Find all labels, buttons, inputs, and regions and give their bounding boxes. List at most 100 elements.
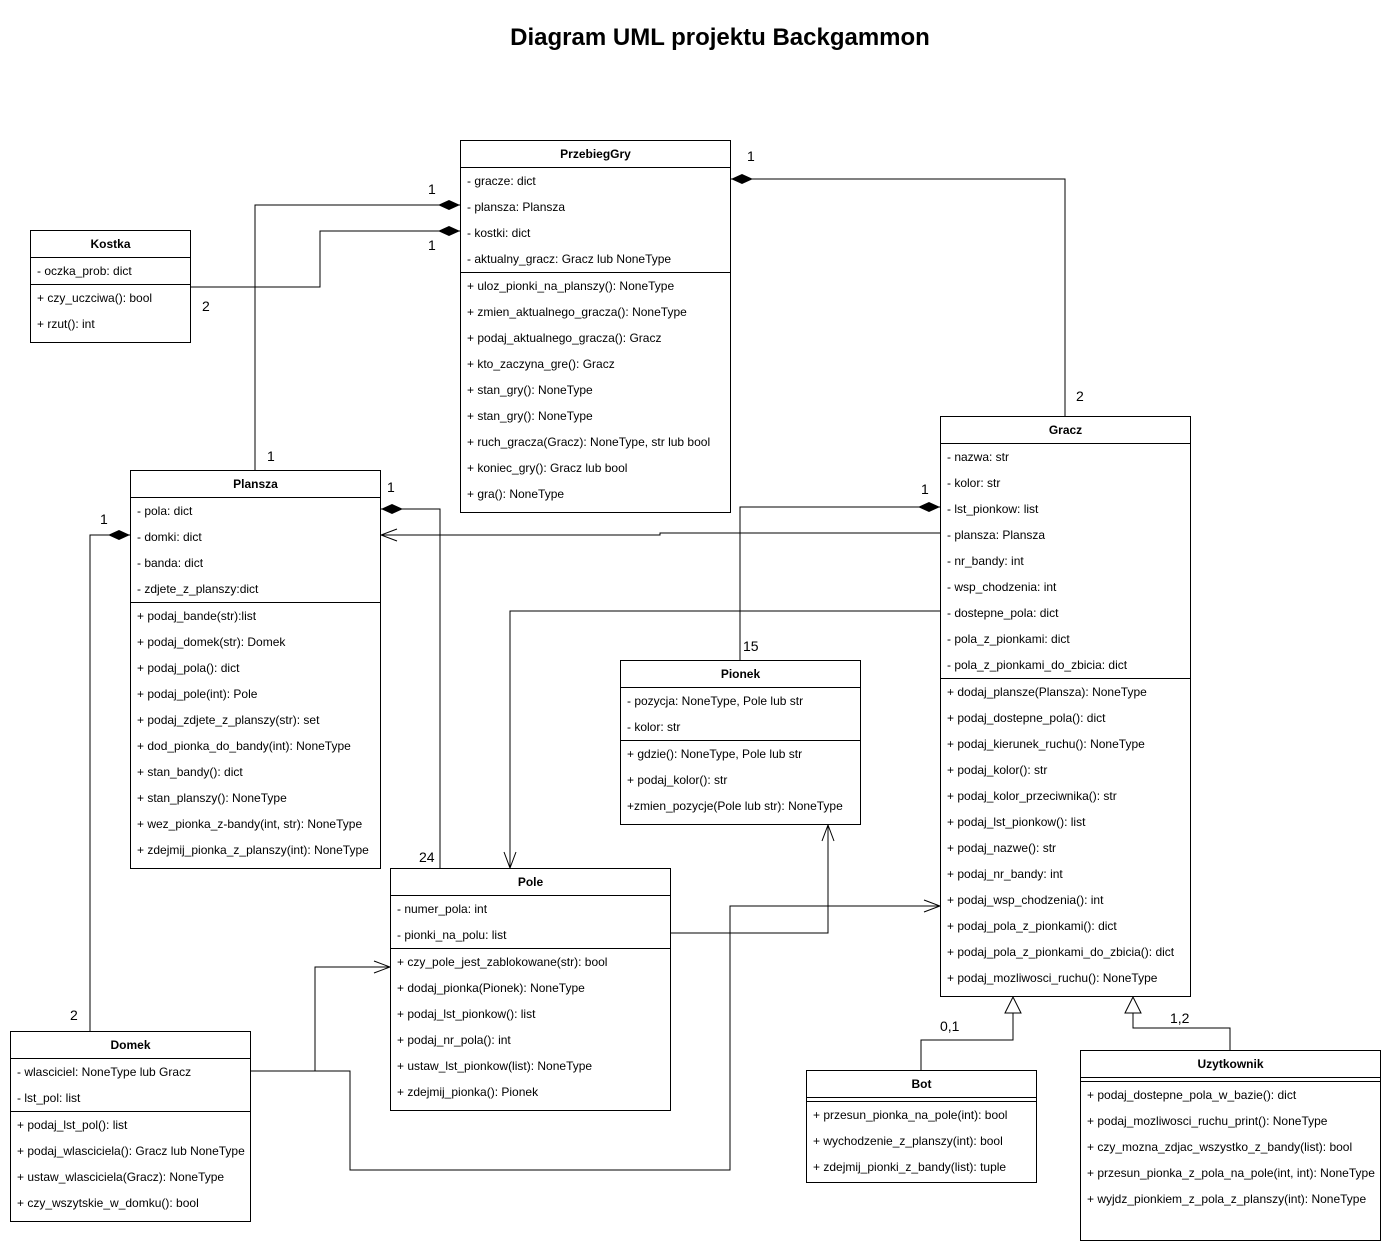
- class-method: + zdejmij_pionka_z_planszy(int): NoneTyp…: [137, 843, 369, 857]
- line-gracz-plansza: [381, 533, 940, 535]
- multiplicity-label: 1: [747, 148, 755, 164]
- class-bot[interactable]: Bot + przesun_pionka_na_pole(int): bool +…: [806, 1070, 1037, 1183]
- class-przebieg-gry[interactable]: PrzebiegGry - gracze: dict- plansza: Pla…: [460, 140, 731, 513]
- class-attribute: - pionki_na_polu: list: [397, 928, 507, 942]
- class-attributes: - pozycja: NoneType, Pole lub str - kolor…: [621, 688, 860, 740]
- class-attribute: - pozycja: NoneType, Pole lub str: [627, 694, 804, 708]
- class-attribute: - lst_pol: list: [17, 1091, 81, 1105]
- class-attributes: - numer_pola: int - pionki_na_polu: list: [391, 896, 670, 948]
- class-method: + podaj_domek(str): Domek: [137, 635, 286, 649]
- class-attribute: - pola_z_pionkami: dict: [947, 632, 1070, 646]
- class-method: + wyjdz_pionkiem_z_pola_z_planszy(int): …: [1087, 1192, 1367, 1206]
- class-method: + czy_pole_jest_zablokowane(str): bool: [397, 955, 608, 969]
- line-gracz-pionek: [739, 502, 940, 660]
- class-method: + podaj_nr_pola(): int: [397, 1033, 511, 1047]
- class-method: + podaj_dostepne_pola(): dict: [947, 711, 1106, 725]
- line-bot-gracz: [920, 997, 1013, 1070]
- class-method: + podaj_lst_pol(): list: [17, 1118, 128, 1132]
- class-attribute: - numer_pola: int: [397, 902, 488, 916]
- class-methods: + czy_pole_jest_zablokowane(str): bool + …: [391, 948, 670, 1105]
- multiplicity-label: 15: [743, 638, 759, 654]
- class-name: Bot: [807, 1071, 1036, 1098]
- class-method: + podaj_zdjete_z_planszy(str): set: [137, 713, 320, 727]
- class-method: + podaj_aktualnego_gracza(): Gracz: [467, 331, 662, 345]
- class-attribute: - banda: dict: [137, 556, 204, 570]
- class-uzytkownik[interactable]: Uzytkownik + podaj_dostepne_pola_w_bazie…: [1080, 1050, 1381, 1241]
- class-kostka[interactable]: Kostka - oczka_prob: dict + czy_uczciwa(…: [30, 230, 191, 343]
- class-method: + ustaw_wlasciciela(Gracz): NoneType: [17, 1170, 225, 1184]
- class-name: Gracz: [941, 417, 1190, 444]
- multiplicity-label: 0,1: [940, 1018, 960, 1034]
- class-method: + uloz_pionki_na_planszy(): NoneType: [467, 279, 675, 293]
- class-methods: + podaj_bande(str):list+ podaj_domek(str…: [131, 602, 380, 863]
- line-przebieg-plansza: [254, 200, 460, 470]
- multiplicity-label: 1: [921, 481, 929, 497]
- class-method: + gra(): NoneType: [467, 487, 565, 501]
- class-method: + czy_wszytskie_w_domku(): bool: [17, 1196, 199, 1210]
- class-method: + przesun_pionka_na_pole(int): bool: [813, 1108, 1008, 1122]
- class-domek[interactable]: Domek - wlasciciel: NoneType lub Gracz- …: [10, 1031, 251, 1222]
- class-attribute: - dostepne_pola: dict: [947, 606, 1059, 620]
- class-methods: + dodaj_plansze(Plansza): NoneType + poda…: [941, 678, 1190, 991]
- class-pole[interactable]: Pole - numer_pola: int - pionki_na_polu: …: [390, 868, 671, 1111]
- class-attributes: - nazwa: str- kolor: str- lst_pionkow: l…: [941, 444, 1190, 678]
- class-attribute: - kolor: str: [627, 720, 681, 734]
- line-domek-gracz: [251, 906, 940, 1171]
- class-attribute: - kolor: str: [947, 476, 1001, 490]
- class-method: + podaj_mozliwosci_ruchu_print(): NoneTy…: [1087, 1114, 1328, 1128]
- class-method: + podaj_mozliwosci_ruchu(): NoneType: [947, 971, 1158, 985]
- multiplicity-label: 2: [1076, 388, 1084, 404]
- class-name: Kostka: [31, 231, 190, 258]
- class-method: + stan_planszy(): NoneType: [137, 791, 287, 805]
- class-name: Pionek: [621, 661, 860, 688]
- class-name: Plansza: [131, 471, 380, 498]
- line-plansza-domek: [89, 530, 130, 1031]
- class-method: + podaj_pola(): dict: [137, 661, 240, 675]
- class-attribute: - domki: dict: [137, 530, 202, 544]
- class-method: + podaj_kolor(): str: [947, 763, 1048, 777]
- class-method: + podaj_pola_z_pionkami(): dict: [947, 919, 1117, 933]
- class-attribute: - pola: dict: [137, 504, 193, 518]
- multiplicity-label: 2: [202, 298, 210, 314]
- class-method: + podaj_pole(int): Pole: [137, 687, 258, 701]
- class-method: + stan_gry(): NoneType: [467, 383, 593, 397]
- class-method: + czy_uczciwa(): bool: [37, 291, 153, 305]
- multiplicity-label: 1,2: [1170, 1010, 1190, 1026]
- line-uzytkownik-gracz: [1133, 997, 1231, 1050]
- multiplicity-label: 1: [387, 479, 395, 495]
- class-attribute: - gracze: dict: [467, 174, 536, 188]
- class-methods: + podaj_dostepne_pola_w_bazie(): dict+ p…: [1081, 1081, 1380, 1212]
- line-przebieg-kostka: [190, 226, 460, 288]
- class-method: + podaj_pola_z_pionkami_do_zbicia(): dic…: [947, 945, 1175, 959]
- class-method: + rzut(): int: [37, 317, 95, 331]
- class-methods: + podaj_lst_pol(): list+ podaj_wlascicie…: [11, 1111, 250, 1216]
- class-method: + podaj_nazwe(): str: [947, 841, 1057, 855]
- class-method: + podaj_lst_pionkow(): list: [397, 1007, 536, 1021]
- class-method: + ustaw_lst_pionkow(list): NoneType: [397, 1059, 593, 1073]
- class-plansza[interactable]: Plansza - pola: dict - domki: dict - banda…: [130, 470, 381, 869]
- line-przebieg-gracz: [731, 174, 1066, 416]
- class-method: + wychodzenie_z_planszy(int): bool: [813, 1134, 1003, 1148]
- class-gracz[interactable]: Gracz - nazwa: str- kolor: str- lst_pion…: [940, 416, 1191, 997]
- class-attribute: - plansza: Plansza: [947, 528, 1046, 542]
- class-method: + zmien_aktualnego_gracza(): NoneType: [467, 305, 687, 319]
- class-method: + ruch_gracza(Gracz): NoneType, str lub …: [467, 435, 711, 449]
- class-method: + kto_zaczyna_gre(): Gracz: [467, 357, 615, 371]
- class-name: Domek: [11, 1032, 250, 1059]
- class-attribute: - pola_z_pionkami_do_zbicia: dict: [947, 658, 1128, 672]
- class-attribute: - oczka_prob: dict: [37, 264, 132, 278]
- class-method: + zdejmij_pionka(): Pionek: [397, 1085, 539, 1099]
- class-name: Pole: [391, 869, 670, 896]
- class-methods: + gdzie(): NoneType, Pole lub str+ podaj…: [621, 740, 860, 819]
- class-pionek[interactable]: Pionek - pozycja: NoneType, Pole lub str…: [620, 660, 861, 825]
- class-method: + podaj_lst_pionkow(): list: [947, 815, 1086, 829]
- class-method: + dodaj_plansze(Plansza): NoneType: [947, 685, 1147, 699]
- class-method: + czy_mozna_zdjac_wszystko_z_bandy(list)…: [1087, 1140, 1353, 1154]
- class-method: + koniec_gry(): Gracz lub bool: [467, 461, 628, 475]
- class-attribute: - plansza: Plansza: [467, 200, 566, 214]
- class-attribute: - wsp_chodzenia: int: [947, 580, 1057, 594]
- class-method: + stan_bandy(): dict: [137, 765, 243, 779]
- multiplicity-label: 24: [419, 849, 435, 865]
- class-method: +zmien_pozycje(Pole lub str): NoneType: [627, 799, 843, 813]
